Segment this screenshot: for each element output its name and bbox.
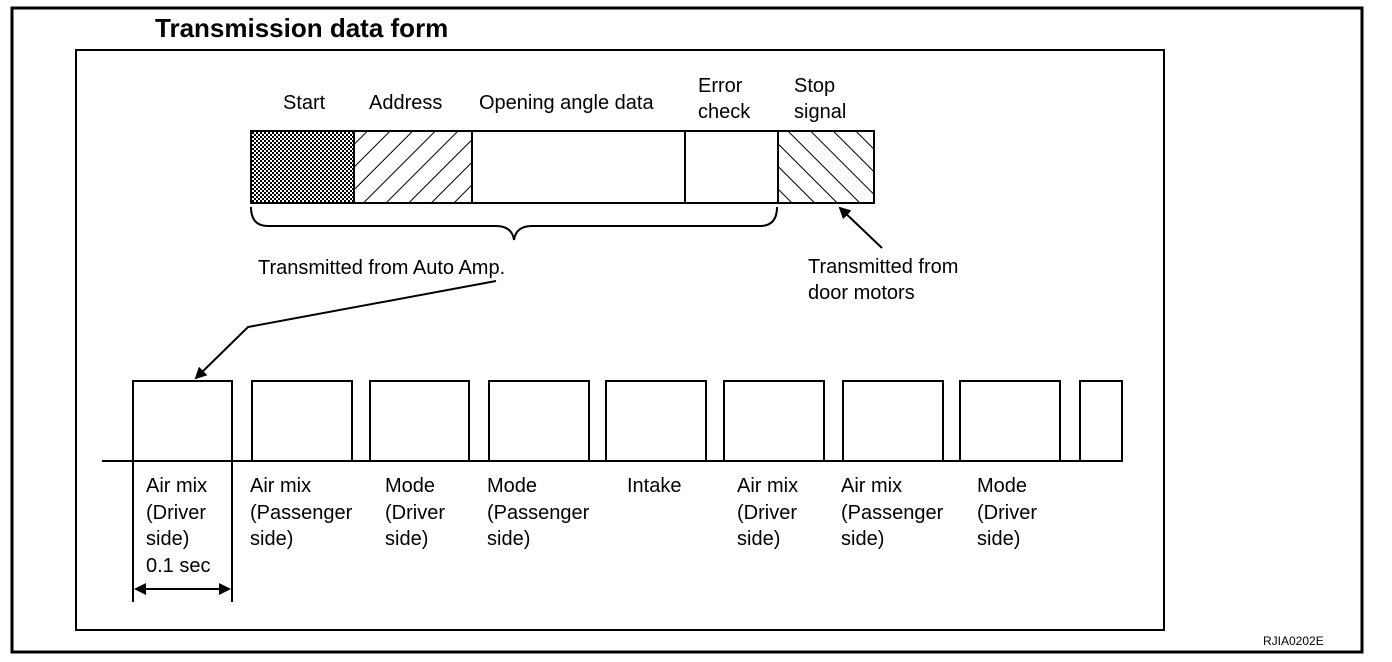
slot-2 [251,380,353,462]
slot-label-4: Mode (Passenger side) [487,475,595,550]
slot-label-7: Air mix (Passenger side) [841,475,949,550]
slot-7 [842,380,944,462]
field-label-stop-signal-line1: Stop [794,75,835,97]
duration-label: 0.1 sec [146,555,210,577]
source-door-motors: Transmitted from door motors [808,256,964,304]
field-label-stop-signal: Stop signal [794,75,846,123]
field-label-error-check: Error check [698,75,751,123]
field-label-opening-angle-data: Opening angle data [479,92,654,114]
slot-5 [605,380,707,462]
figure-code: RJIA0202E [1263,634,1324,648]
source-door-motors-line1: Transmitted from [808,256,958,278]
field-stop-signal [777,130,875,204]
slot-6 [723,380,825,462]
source-door-motors-line2: door motors [808,282,915,304]
slot-label-2: Air mix (Passenger side) [250,475,358,550]
diagram-title: Transmission data form [155,13,448,43]
field-label-stop-signal-line2: signal [794,101,846,123]
source-auto-amp: Transmitted from Auto Amp. [258,257,505,279]
auto-amp-brace [250,206,778,241]
slot-label-1: Air mix (Driver side) [146,475,213,550]
field-error-check [684,130,779,204]
inner-panel [75,49,1165,631]
auto-amp-arrow [194,280,497,380]
slot-8 [959,380,1061,462]
door-motors-arrow [838,206,883,249]
slot-4 [488,380,590,462]
slot-label-5: Intake [627,475,681,497]
slot-label-8: Mode (Driver side) [977,475,1043,550]
field-start [250,130,355,204]
slot-label-3: Mode (Driver side) [385,475,451,550]
field-label-address: Address [369,92,442,114]
field-address [353,130,473,204]
field-label-start: Start [283,92,326,114]
field-opening-angle-data [471,130,686,204]
slot-1 [132,380,233,462]
field-label-error-check-line2: check [698,101,751,123]
field-label-error-check-line1: Error [698,75,743,97]
outer-border [10,6,1364,654]
slot-9-partial [1079,380,1123,462]
slot-label-6: Air mix (Driver side) [737,475,804,550]
slot-3 [369,380,470,462]
